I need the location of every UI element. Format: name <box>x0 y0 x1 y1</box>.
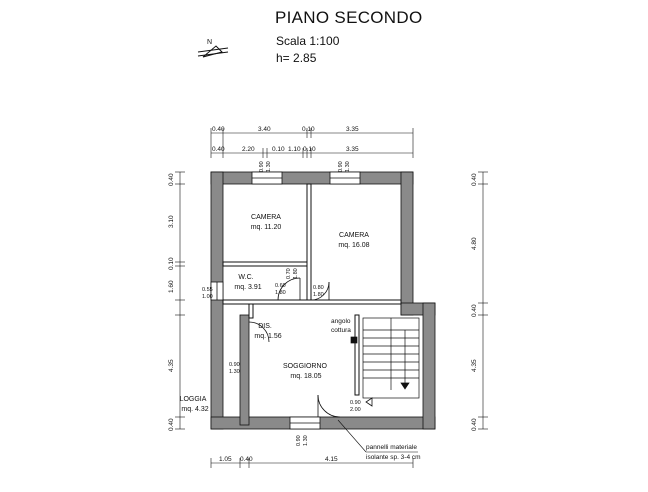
svg-text:0.60: 0.60 <box>275 283 286 289</box>
dim-text: 0.40 <box>471 304 478 317</box>
dim-text: 2.20 <box>242 146 255 153</box>
loggia-wall <box>239 314 250 426</box>
dis-door-swing <box>248 321 270 343</box>
room-area: mq. 11.20 <box>251 224 282 231</box>
kitchen-note: cottura <box>331 327 351 334</box>
dim-text: 0.10 <box>272 146 285 153</box>
room-name: SOGGIORNO <box>283 363 328 370</box>
dim-text: 0.40 <box>168 173 175 186</box>
room-name: CAMERA <box>339 232 369 239</box>
bottom-dimensions: 1.05 0.40 4.15 <box>219 456 338 463</box>
dim-text: 4.15 <box>325 456 338 463</box>
dim-text: 3.35 <box>346 146 359 153</box>
dim-text: 4.35 <box>168 359 175 372</box>
svg-text:0.90: 0.90 <box>296 435 302 446</box>
room-name: LOGGIA <box>180 396 207 403</box>
sleeping-zone-partition <box>222 299 402 305</box>
svg-text:1.80: 1.80 <box>293 268 299 279</box>
stair <box>350 317 420 399</box>
svg-text:1.30: 1.30 <box>303 435 309 446</box>
dim-text: 3.35 <box>346 126 359 133</box>
dim-text: 3.10 <box>168 215 175 228</box>
svg-text:1.30: 1.30 <box>229 369 240 375</box>
dim-text: 0.40 <box>471 173 478 186</box>
exterior-walls <box>210 171 436 430</box>
svg-text:0.80: 0.80 <box>313 285 324 291</box>
doors <box>248 277 341 418</box>
svg-text:0.55: 0.55 <box>202 287 213 293</box>
room-area: mq. 3.91 <box>234 284 261 291</box>
svg-text:0.90: 0.90 <box>259 161 265 172</box>
dim-text: 4.80 <box>471 237 478 250</box>
svg-text:1.30: 1.30 <box>266 161 272 172</box>
dim-text: 0.40 <box>471 418 478 431</box>
room-name: W.C. <box>238 274 253 281</box>
dim-text: 0.10 <box>302 126 315 133</box>
right-dimensions: 0.40 4.80 0.40 4.35 0.40 <box>471 173 478 431</box>
dim-text: 0.40 <box>212 126 225 133</box>
dim-text: 0.10 <box>303 146 316 153</box>
plan-title: PIANO SECONDO <box>275 8 423 27</box>
dim-text: 0.40 <box>240 456 253 463</box>
insulation-leader <box>337 419 418 453</box>
room-labels: CAMERA mq. 11.20 CAMERA mq. 16.08 W.C. m… <box>180 214 370 413</box>
insulation-note: isolante sp. 3-4 cm <box>366 454 421 461</box>
top-dimensions: 0.40 3.40 0.10 3.35 0.40 2.20 0.10 1.10 … <box>212 126 359 153</box>
dim-text: 0.10 <box>168 257 175 270</box>
flue-icon <box>350 336 358 344</box>
dimension-lines <box>175 128 488 468</box>
north-wall <box>210 171 414 185</box>
dis-stub <box>248 303 254 319</box>
dim-text: 1.05 <box>219 456 232 463</box>
kitchen-partition <box>354 314 360 396</box>
svg-text:0.90: 0.90 <box>229 362 240 368</box>
svg-text:2.00: 2.00 <box>350 407 361 413</box>
room-name: CAMERA <box>251 214 281 221</box>
north-label: N <box>207 39 212 46</box>
left-dimensions: 0.40 3.10 0.10 1.60 4.35 0.40 <box>168 173 175 431</box>
room-area: mq. 4.32 <box>181 406 208 413</box>
west-wall <box>210 171 224 430</box>
kitchen-note: angolo <box>331 318 351 325</box>
room-area: mq. 1.56 <box>254 333 281 340</box>
dim-text: 1.10 <box>288 146 301 153</box>
windows <box>210 171 361 430</box>
room-area: mq. 16.08 <box>338 242 369 249</box>
dim-text: 4.35 <box>471 359 478 372</box>
east-wall-upper <box>400 171 414 316</box>
wc-door-swing <box>277 277 301 301</box>
entry-arrow-icon <box>365 397 373 407</box>
insulation-note: pannelli materiale <box>366 444 417 451</box>
svg-text:0.90: 0.90 <box>350 400 361 406</box>
dim-text: 1.60 <box>168 280 175 293</box>
wc-top-partition <box>222 261 308 267</box>
svg-text:1.30: 1.30 <box>345 161 351 172</box>
dim-text: 0.40 <box>168 418 175 431</box>
svg-text:0.90: 0.90 <box>338 161 344 172</box>
dim-text: 3.40 <box>258 126 271 133</box>
svg-text:0.70: 0.70 <box>286 268 292 279</box>
svg-text:1.80: 1.80 <box>313 292 324 298</box>
dim-text: 0.40 <box>212 146 225 153</box>
svg-text:1.80: 1.80 <box>275 290 286 296</box>
room-area: mq. 18.05 <box>290 373 321 380</box>
north-arrow-icon: N <box>197 39 229 58</box>
camera-partition <box>306 183 312 305</box>
opening-labels: 0.90 1.30 0.90 1.30 0.55 1.00 0.70 1.80 … <box>202 161 361 446</box>
entry-door-swing <box>317 394 341 418</box>
room-name: DIS. <box>258 323 272 330</box>
notes: angolo cottura pannelli materiale isolan… <box>331 318 421 461</box>
svg-text:1.00: 1.00 <box>202 294 213 300</box>
plan-height: h= 2.85 <box>276 51 317 65</box>
east-wall-lower <box>422 302 436 430</box>
plan-scale: Scala 1:100 <box>276 34 340 48</box>
